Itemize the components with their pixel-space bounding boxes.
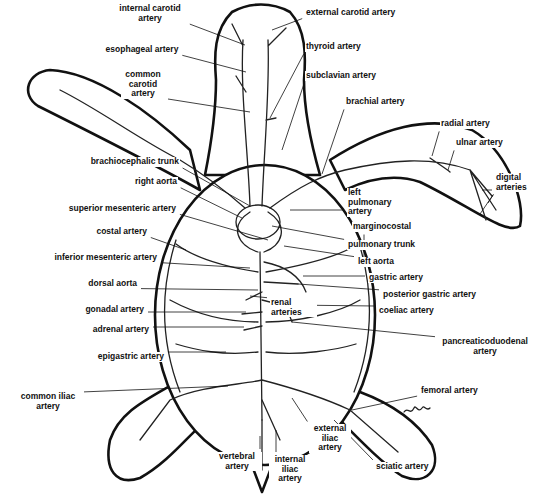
part-label: renal arteries: [270, 298, 317, 317]
leader-line: [168, 99, 250, 112]
shell-outline: [155, 165, 375, 465]
part-label: external iliac artery: [309, 424, 351, 453]
part-label: left aorta: [357, 257, 395, 267]
leader-line: [482, 190, 492, 191]
part-label: ulnar artery: [455, 138, 504, 148]
leader-line: [148, 312, 246, 313]
leader-line: [292, 322, 435, 337]
part-label: femoral artery: [420, 386, 479, 396]
leader-line: [303, 276, 365, 277]
costal-arteries: [170, 244, 360, 353]
leader-line: [272, 19, 302, 30]
leader-line: [182, 55, 246, 72]
part-label: brachiocephalic trunk: [90, 157, 180, 167]
part-label: left pulmonary artery: [347, 188, 397, 217]
leader-line: [260, 436, 261, 449]
leader-line: [352, 396, 417, 410]
part-label: radial artery: [440, 119, 491, 129]
part-label: inferior mesenteric artery: [53, 253, 158, 263]
part-label: vertebral artery: [212, 452, 262, 471]
subclavian-arteries: [60, 90, 496, 220]
front-right-flipper: [330, 123, 521, 228]
visceral-arteries: [242, 262, 306, 330]
leader-line: [84, 386, 228, 392]
part-label: posterior gastric artery: [382, 290, 477, 300]
leader-line: [284, 246, 354, 257]
leader-line: [190, 24, 245, 45]
leader-line: [298, 284, 379, 290]
part-label: subclavian artery: [305, 71, 377, 81]
part-label: digital arteries: [495, 173, 537, 192]
front-left-flipper: [28, 70, 200, 190]
leader-line: [290, 210, 344, 211]
leader-line: [282, 83, 304, 150]
part-label: common carotid artery: [121, 70, 165, 99]
part-label: superior mesenteric artery: [68, 204, 177, 214]
part-label: internal carotid artery: [113, 4, 187, 23]
leader-line: [448, 150, 454, 170]
leader-line: [161, 263, 250, 268]
part-label: gonadal artery: [84, 305, 145, 315]
part-label: pancreaticoduodenal artery: [438, 337, 532, 356]
leader-line: [272, 226, 344, 239]
artist-signature: [404, 407, 430, 412]
leader-line: [292, 398, 307, 422]
part-label: esophageal artery: [105, 45, 180, 55]
leader-line: [183, 168, 250, 206]
leader-line: [153, 327, 244, 328]
part-label: sciatic artery: [375, 462, 429, 472]
leader-line: [250, 296, 267, 298]
part-label: epigastric artery: [97, 352, 165, 362]
part-label: internal iliac artery: [269, 455, 311, 484]
leader-line: [141, 289, 258, 290]
head-neck: [205, 5, 320, 176]
leader-line: [270, 54, 304, 118]
part-label: right aorta: [134, 177, 178, 187]
part-label: adrenal artery: [92, 325, 150, 335]
leader-line: [322, 109, 344, 174]
leader-line: [168, 352, 226, 353]
leader-line: [151, 238, 186, 251]
part-label: marginocostal: [352, 222, 412, 232]
marginocostal-arteries: [164, 240, 369, 392]
part-label: gastric artery: [368, 273, 424, 283]
leader-line: [180, 214, 268, 240]
part-label: costal artery: [95, 227, 148, 237]
part-label: external carotid artery: [305, 8, 396, 18]
leader-line: [181, 188, 242, 218]
carotid-arteries: [232, 24, 286, 206]
leader-line: [480, 195, 493, 215]
part-label: coeliac artery: [378, 306, 435, 316]
leader-line: [276, 430, 277, 452]
part-label: dorsal aorta: [87, 279, 138, 289]
part-label: thyroid artery: [305, 42, 362, 52]
part-label: brachial artery: [345, 97, 406, 107]
part-label: common iliac artery: [15, 392, 81, 411]
leader-line: [432, 131, 439, 156]
heart: [236, 205, 280, 239]
part-label: pulmonary trunk: [347, 240, 416, 250]
